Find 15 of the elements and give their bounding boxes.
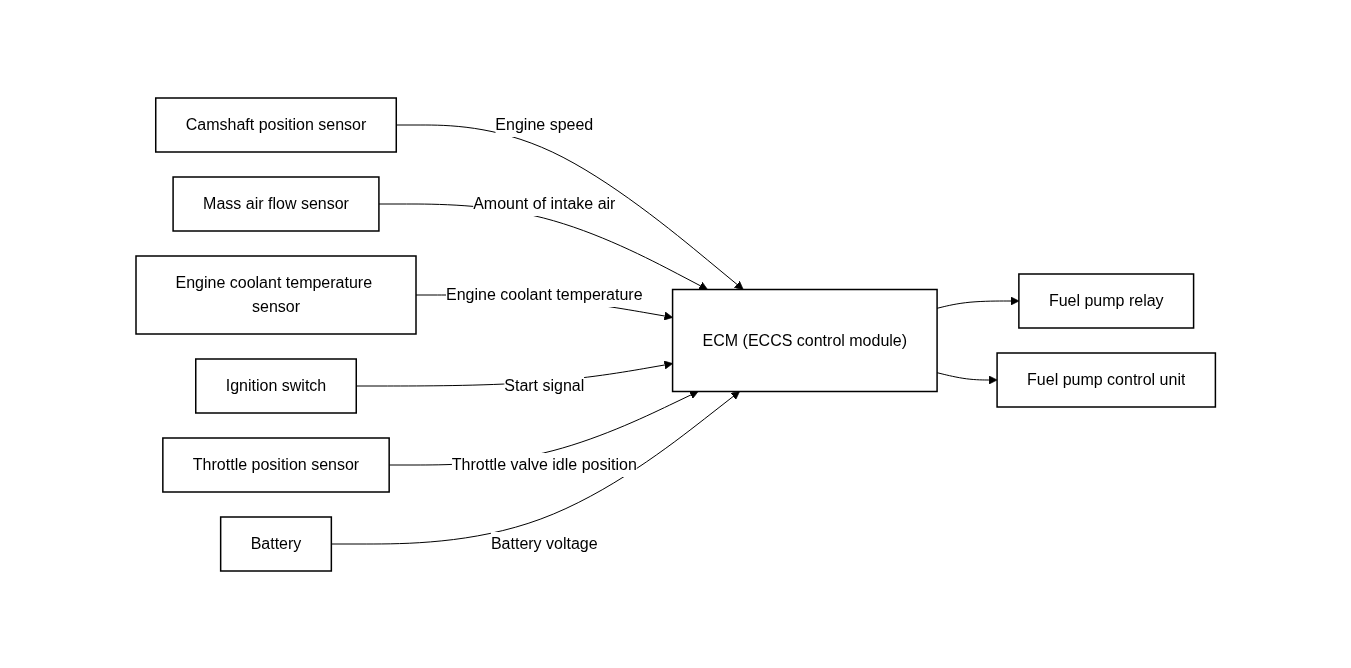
edge-label: Throttle valve idle position [451,455,637,473]
node-box: Engine coolant temperature sensor [135,254,417,335]
node-box: Camshaft position sensor [154,96,397,153]
node-box: Fuel pump control unit [996,351,1216,408]
edge-label: Battery voltage [490,534,598,552]
node-box: Throttle position sensor [161,436,390,493]
edge-label: Start signal [504,376,585,394]
node-box: Battery [219,515,332,572]
edge-label: Engine speed [495,115,594,133]
node-box: Ignition switch [194,357,357,414]
edge-label: Engine coolant temperature [445,285,643,303]
node-box: ECM (ECCS control module) [671,288,938,392]
edge-label: Amount of intake air [472,194,616,212]
node-box: Fuel pump relay [1017,272,1195,329]
node-box: Mass air flow sensor [172,175,380,232]
